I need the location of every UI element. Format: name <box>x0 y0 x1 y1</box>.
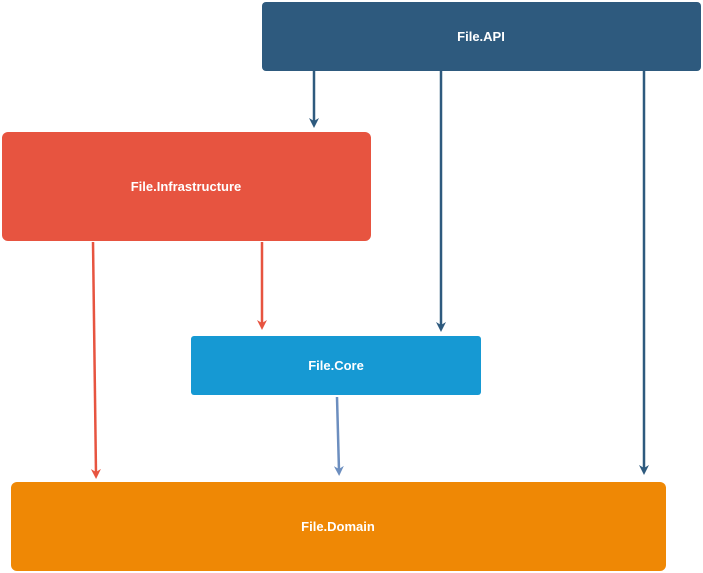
node-api-label: File.API <box>457 29 505 44</box>
edge-infrastructure-to-domain <box>90 241 101 479</box>
node-api[interactable]: File.API <box>262 2 701 71</box>
node-infrastructure[interactable]: File.Infrastructure <box>2 132 371 241</box>
node-domain-box <box>11 482 666 571</box>
node-core-box <box>191 336 481 395</box>
node-api-box <box>262 2 701 71</box>
node-domain[interactable]: File.Domain <box>11 482 666 571</box>
node-infrastructure-label: File.Infrastructure <box>131 179 242 194</box>
node-core[interactable]: File.Core <box>191 336 481 395</box>
node-infrastructure-box <box>2 132 371 241</box>
edge-core-to-domain <box>333 396 344 476</box>
node-core-label: File.Core <box>308 358 364 373</box>
node-domain-label: File.Domain <box>301 519 375 534</box>
edges <box>90 71 649 479</box>
